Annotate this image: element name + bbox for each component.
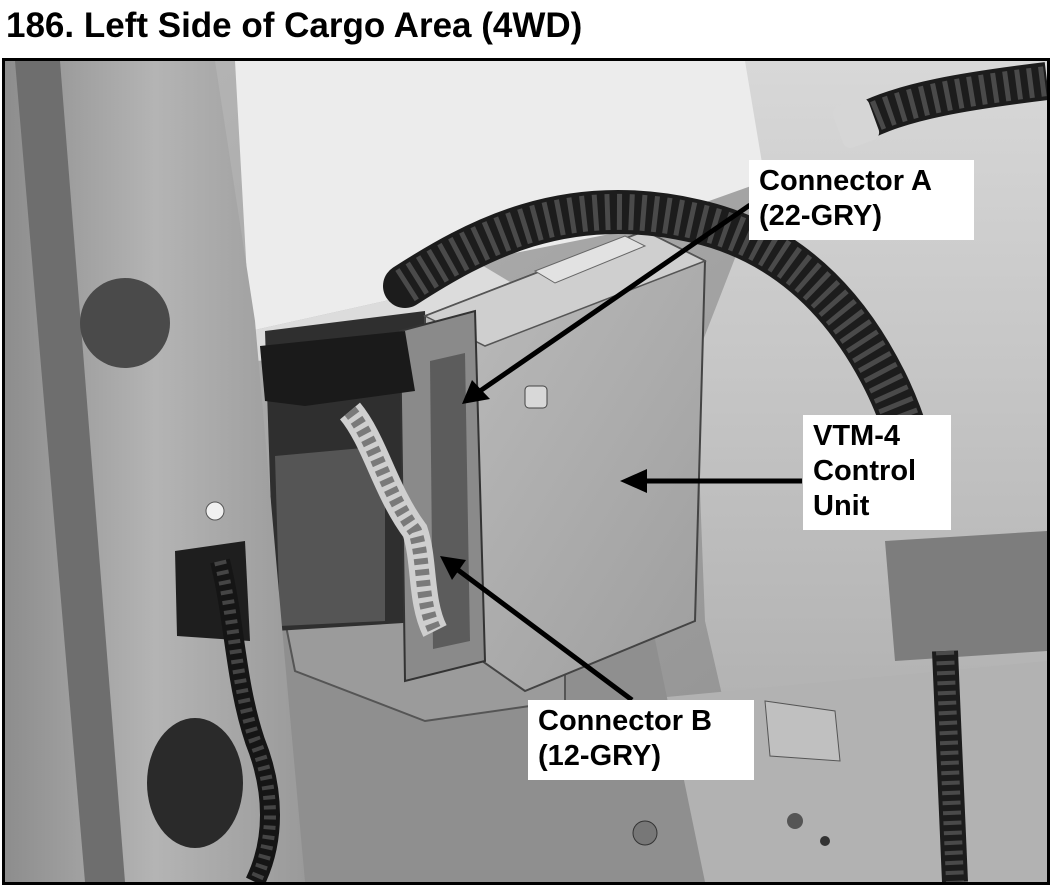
callout-connector-a: Connector A (22-GRY) <box>749 160 974 240</box>
cargo-area-photo <box>5 61 1047 882</box>
callout-vtm4-line2: Control <box>813 455 917 487</box>
callout-connector-b-name: Connector B <box>538 705 712 737</box>
callout-connector-a-spec: (22-GRY) <box>759 200 882 232</box>
callout-vtm4-line1: VTM-4 <box>813 420 900 452</box>
figure-title: 186. Left Side of Cargo Area (4WD) <box>6 6 583 45</box>
photo-frame <box>2 58 1050 885</box>
callout-connector-b-spec: (12-GRY) <box>538 740 661 772</box>
callout-vtm4-control-unit: VTM-4 Control Unit <box>803 415 951 530</box>
callout-connector-a-name: Connector A <box>759 165 932 197</box>
callout-vtm4-line3: Unit <box>813 490 870 522</box>
callout-connector-b: Connector B (12-GRY) <box>528 700 754 780</box>
